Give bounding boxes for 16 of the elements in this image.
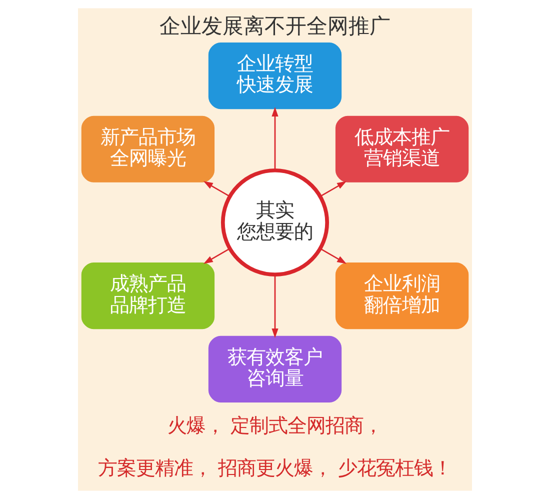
arrow: [272, 106, 278, 170]
node-box: 新产品市场 全网曝光: [81, 116, 215, 182]
arrow: [203, 181, 230, 197]
arrow: [320, 181, 347, 197]
node-box: 低成本推广 营销渠道: [335, 116, 469, 182]
diagram-title: 企业发展离不开全网推广: [160, 14, 390, 39]
node-box: 企业利润 翻倍增加: [335, 262, 469, 330]
arrow: [272, 274, 278, 338]
node-box: 获有效客户 咨询量: [208, 336, 342, 402]
label: 火爆， 定制式全网招商，: [167, 414, 383, 437]
node-circle: 其实您想要的: [220, 168, 330, 277]
arrow: [203, 248, 230, 264]
arrow: [320, 248, 347, 264]
node-box: 企业转型 快速发展: [208, 42, 342, 110]
node-box: 成熟产品 品牌打造: [81, 262, 215, 330]
label: 方案更精准， 招商更火爆， 少花冤枉钱！: [98, 456, 452, 480]
